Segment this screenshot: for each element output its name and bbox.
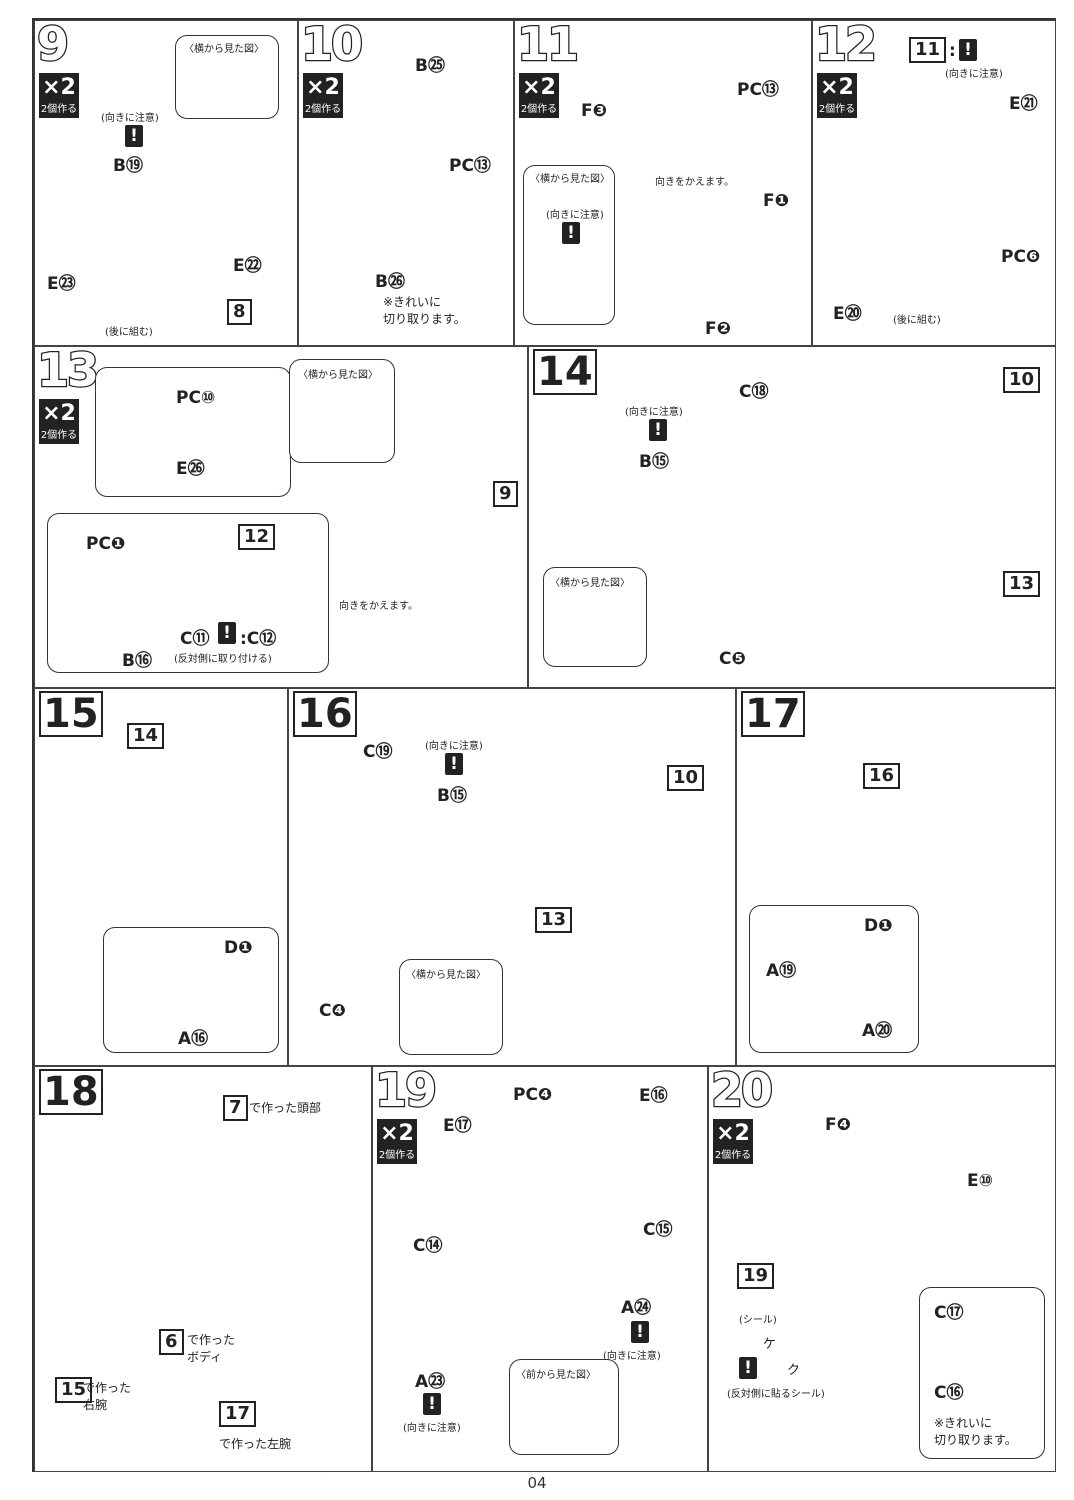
instruction-page: 9 ×2 2個作る 〈横から見た図〉 (向きに注意) ! B⑲ E㉓ E㉒ (後… <box>32 18 1056 1473</box>
swap-icon: ! <box>739 1357 757 1379</box>
step-9-panel: 9 ×2 2個作る 〈横から見た図〉 (向きに注意) ! B⑲ E㉓ E㉒ (後… <box>34 20 298 346</box>
step-number: 16 <box>293 691 357 737</box>
cut-sprue-callout: C⑰ C⑯ ※きれいに 切り取ります。 <box>919 1287 1045 1459</box>
make-two-badge: ×2 2個作る <box>39 399 79 444</box>
step-19-panel: 19 ×2 2個作る E⑰ PC❹ E⑯ C⑭ C⑮ A㉔ ! (向きに注意) … <box>372 1066 708 1472</box>
step-number: 20 <box>710 1066 775 1117</box>
swap-icon: ! <box>218 622 236 644</box>
ref-step-12: 12 <box>238 524 276 550</box>
step-number: 19 <box>374 1066 439 1117</box>
side-view-callout: 〈横から見た図〉 <box>289 359 395 463</box>
ref-step-15: 15 <box>55 1377 93 1403</box>
ref-step-19: 19 <box>737 1263 775 1289</box>
step-number: 13 <box>36 346 101 397</box>
step-16-panel: 16 C⑲ (向きに注意) ! B⑮ C❹ 〈横から見た図〉 10 13 <box>288 688 736 1066</box>
subassembly-callout: PC⑩ E㉖ <box>95 367 291 497</box>
step-14-panel: 14 C⑱ (向きに注意) ! B⑮ 〈横から見た図〉 C❺ 10 13 <box>528 346 1056 688</box>
step-number: 14 <box>533 349 597 395</box>
step-11-panel: 11 ×2 2個作る F❸ PC⑬ 〈横から見た図〉 (向きに注意) ! 向きを… <box>514 20 812 346</box>
step-number: 15 <box>39 691 103 737</box>
step-20-panel: 20 ×2 2個作る F❹ E⑩ 19 (シール) ケ ! ク (反対側に貼るシ… <box>708 1066 1056 1472</box>
ref-step-17: 17 <box>219 1401 257 1427</box>
step-13-panel: 13 ×2 2個作る PC⑩ E㉖ 〈横から見た図〉 PC❶ B⑯ C⑪ ! :… <box>34 346 528 688</box>
step-12-panel: 12 ×2 2個作る 11 : ! (向きに注意) E㉑ PC❻ E⑳ (後に組… <box>812 20 1056 346</box>
side-view-callout: 〈横から見た図〉 <box>543 567 647 667</box>
ref-step-7: 7 <box>223 1095 248 1121</box>
make-two-badge: ×2 2個作る <box>39 73 79 118</box>
step-10-panel: 10 ×2 2個作る B㉕ PC⑬ B㉖ ※きれいに 切り取ります。 <box>298 20 514 346</box>
sticker-ke: ケ <box>763 1337 777 1352</box>
caution-icon: ! <box>959 39 977 61</box>
step-number: 11 <box>516 20 581 71</box>
ref-step-8: 8 <box>227 299 252 325</box>
step-number: 18 <box>39 1069 103 1115</box>
page-number: 04 <box>527 1474 547 1492</box>
make-two-badge: ×2 2個作る <box>303 73 343 118</box>
caution-icon: ! <box>562 222 580 244</box>
step-15-panel: 15 14 D❶ A⑯ <box>34 688 288 1066</box>
step-number: 17 <box>741 691 805 737</box>
caution-icon: ! <box>649 419 667 441</box>
side-view-callout: 〈横から見た図〉 <box>175 35 279 119</box>
caution-icon: ! <box>125 125 143 147</box>
ref-step-10: 10 <box>1003 367 1041 393</box>
step-number: 12 <box>814 20 879 71</box>
ref-step-9: 9 <box>493 481 518 507</box>
caution-icon: ! <box>631 1321 649 1343</box>
step-number: 9 <box>36 20 71 71</box>
subassembly-callout: D❶ A⑯ <box>103 927 279 1053</box>
ref-step-16: 16 <box>863 763 901 789</box>
caution-icon: ! <box>423 1393 441 1415</box>
ref-step-13: 13 <box>1003 571 1041 597</box>
step-number: 10 <box>300 20 365 71</box>
make-two-badge: ×2 2個作る <box>519 73 559 118</box>
ref-step-14: 14 <box>127 723 165 749</box>
side-view-callout: 〈横から見た図〉 <box>399 959 503 1055</box>
front-view-callout: 〈前から見た図〉 <box>509 1359 619 1455</box>
step-17-panel: 17 16 D❶ A⑲ A⑳ <box>736 688 1056 1066</box>
make-two-badge: ×2 2個作る <box>377 1119 417 1164</box>
ref-step-13: 13 <box>535 907 573 933</box>
subassembly-callout: PC❶ B⑯ C⑪ ! :C⑫ (反対側に取り付ける) 12 <box>47 513 329 673</box>
caution-icon: ! <box>445 753 463 775</box>
side-view-callout: 〈横から見た図〉 (向きに注意) ! <box>523 165 615 325</box>
step-18-panel: 18 7 で作った頭部 6 で作った ボディ 15 で作った 右腕 17 で作っ… <box>34 1066 372 1472</box>
make-two-badge: ×2 2個作る <box>817 73 857 118</box>
ref-step-11: 11 <box>909 37 947 63</box>
sticker-ku: ク <box>787 1363 801 1378</box>
ref-step-10: 10 <box>667 765 705 791</box>
ref-step-6: 6 <box>159 1329 184 1355</box>
subassembly-callout: D❶ A⑲ A⑳ <box>749 905 919 1053</box>
make-two-badge: ×2 2個作る <box>713 1119 753 1164</box>
